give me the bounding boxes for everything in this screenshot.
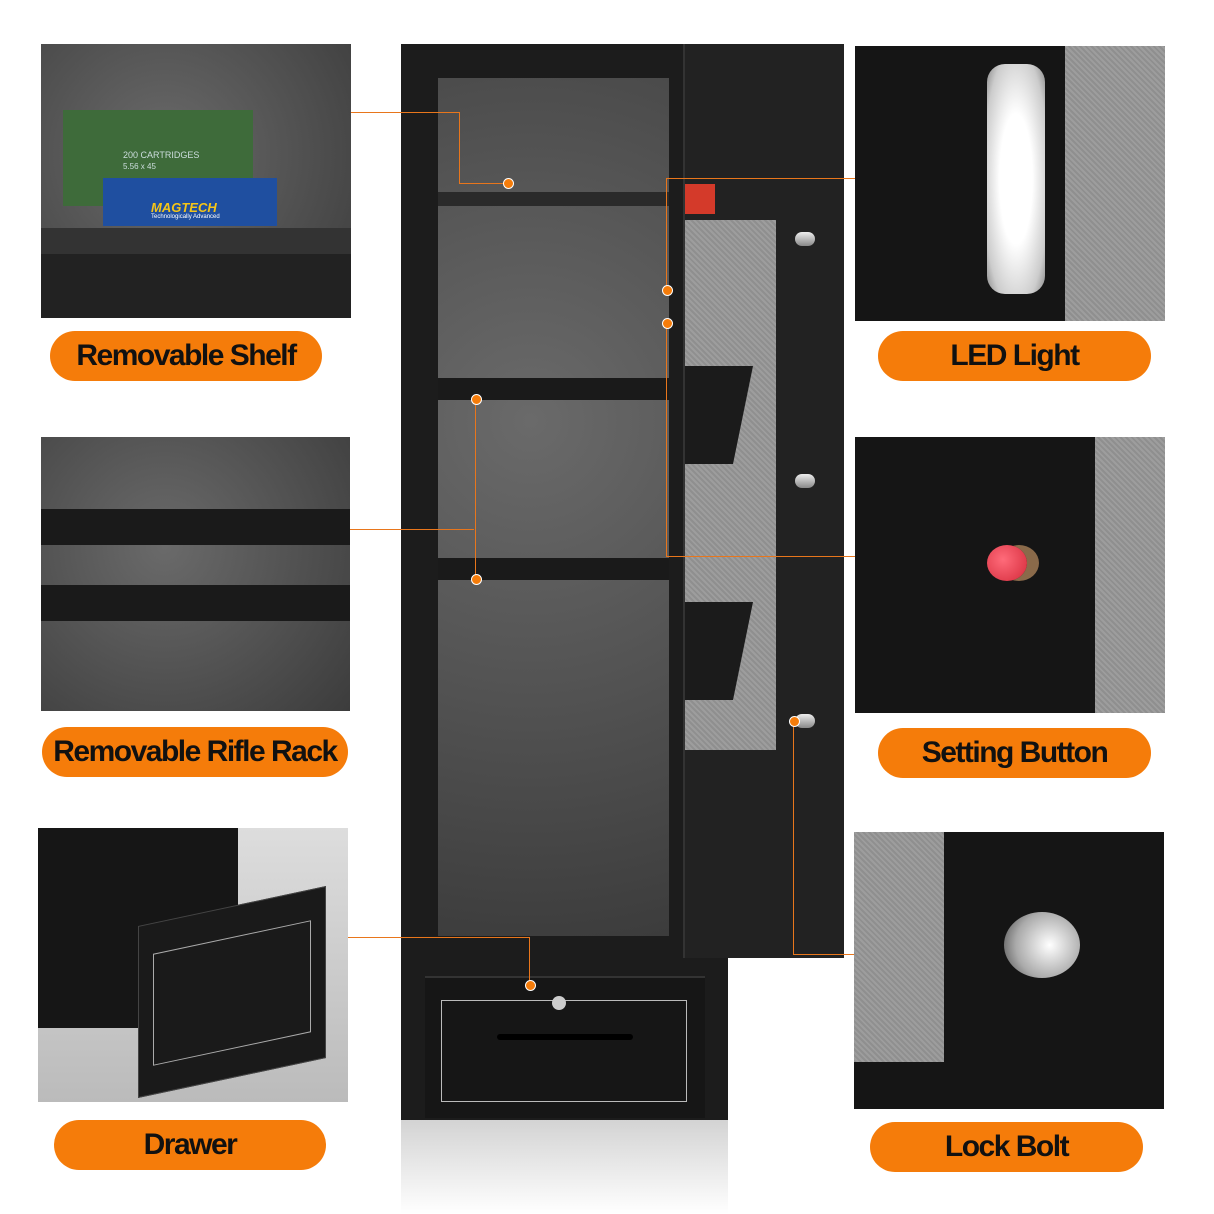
lock-bolt-icon bbox=[1004, 912, 1080, 978]
rifle-strap-lower bbox=[438, 558, 669, 580]
marker-rack-upper bbox=[471, 394, 482, 405]
marker-shelf bbox=[503, 178, 514, 189]
shelf-edge bbox=[41, 228, 351, 254]
bolt-middle bbox=[795, 474, 815, 488]
label-lock-bolt: Lock Bolt bbox=[870, 1122, 1143, 1172]
safe-drawer bbox=[425, 976, 705, 1118]
led-light-icon bbox=[987, 64, 1045, 294]
shelf-detail-photo: 200 CARTRIDGES 5.56 x 45 MAGTECH Technol… bbox=[41, 44, 351, 318]
label-drawer: Drawer bbox=[54, 1120, 326, 1170]
lock-bolt-detail-photo bbox=[854, 832, 1164, 1109]
marker-drawer bbox=[525, 980, 536, 991]
ammo-box-text: 200 CARTRIDGES bbox=[123, 150, 200, 160]
safe-interior bbox=[438, 78, 669, 936]
bolt-bottom bbox=[795, 714, 815, 728]
setting-button-icon bbox=[987, 545, 1027, 581]
marker-lock-bolt bbox=[789, 716, 800, 727]
label-led-light: LED Light bbox=[878, 331, 1151, 381]
marker-rack-lower bbox=[471, 574, 482, 585]
top-shelf bbox=[438, 192, 669, 206]
led-detail-photo bbox=[855, 46, 1165, 321]
label-removable-shelf: Removable Shelf bbox=[50, 331, 322, 381]
label-removable-rifle-rack: Removable Rifle Rack bbox=[42, 727, 348, 777]
warning-sticker bbox=[685, 184, 715, 214]
setting-button-detail-photo bbox=[855, 437, 1165, 713]
strap-lower bbox=[41, 585, 350, 621]
bolt-top bbox=[795, 232, 815, 246]
ammo-caliber-text: 5.56 x 45 bbox=[123, 162, 156, 171]
label-setting-button: Setting Button bbox=[878, 728, 1151, 778]
brand-tagline: Technologically Advanced bbox=[151, 214, 220, 220]
rifle-strap-upper bbox=[438, 378, 669, 400]
safe-body bbox=[401, 44, 728, 1120]
magtech-box: MAGTECH Technologically Advanced bbox=[103, 178, 277, 226]
strap-upper bbox=[41, 509, 350, 545]
drawer-lock-icon bbox=[552, 996, 566, 1010]
marker-led bbox=[662, 285, 673, 296]
drawer-detail-photo bbox=[38, 828, 348, 1102]
brand-logo: MAGTECH bbox=[151, 200, 217, 215]
rifle-rack-detail-photo bbox=[41, 437, 350, 711]
marker-setting-button bbox=[662, 318, 673, 329]
safe-reflection bbox=[401, 1120, 728, 1214]
safe-door bbox=[683, 44, 844, 958]
